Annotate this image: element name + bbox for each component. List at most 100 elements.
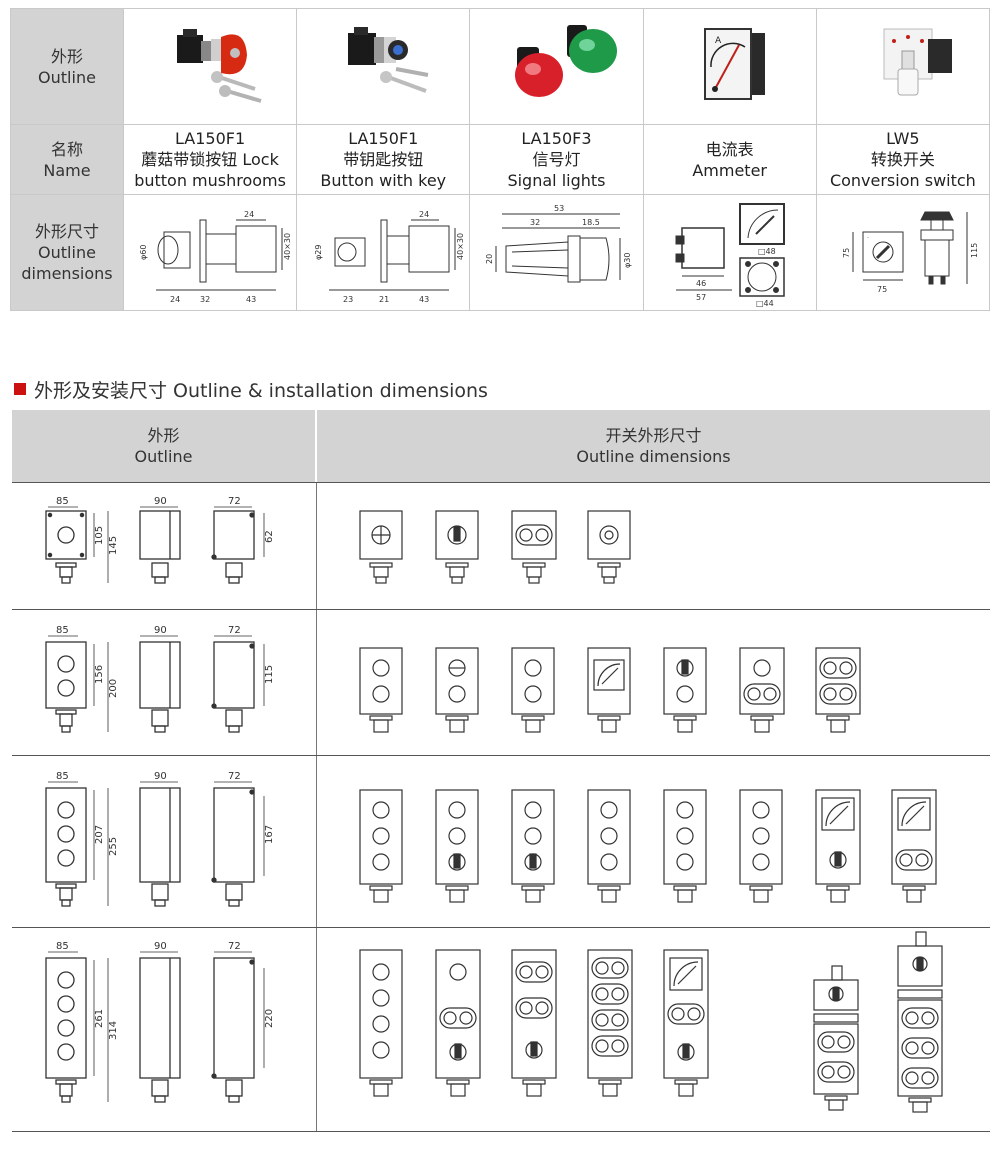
dim-top-width: 24 xyxy=(419,210,429,219)
header-outline-en: Outline xyxy=(134,447,193,466)
switch-layouts-3-diagram xyxy=(359,789,937,903)
dim-outer-height: 200 xyxy=(108,679,119,698)
outline-row-4: 85 261 314 90 72 220 xyxy=(12,928,990,1132)
dim-bottom-1: 23 xyxy=(343,295,353,304)
switch-box-lights-selector xyxy=(435,789,479,903)
outline-table-header: 外形 Outline 开关外形尺寸 Outline dimensions xyxy=(12,410,990,482)
row-header-dimensions: 外形尺寸 Outline dimensions xyxy=(10,194,124,311)
switch-layouts-4-diagram xyxy=(359,931,943,1113)
name-label-zh: 蘑菇带锁按钮 Lock xyxy=(141,150,279,169)
enclosure-3-diagram: 85 207 255 90 72 167 xyxy=(45,771,275,907)
switch-box-meter-double-selector xyxy=(663,949,709,1097)
dim-bottom-2: 21 xyxy=(379,295,389,304)
outline-row-2: 85 156 200 90 72 115 xyxy=(12,610,990,756)
signal-lights-dimension-diagram: 53 32 18.5 20 φ30 xyxy=(485,204,632,282)
switch-box-two-buttons xyxy=(359,647,403,733)
enclosure-drawings-4: 85 261 314 90 72 220 xyxy=(12,928,317,1131)
mushroom-button-image xyxy=(177,28,262,103)
switch-box-three-buttons xyxy=(359,789,403,903)
red-square-bullet-icon xyxy=(14,383,26,395)
dim-inner-height: 207 xyxy=(94,825,105,844)
switch-layouts-4 xyxy=(318,928,990,1131)
name-cell-conversion-switch: LW5 转换开关 Conversion switch xyxy=(815,124,991,195)
switch-layouts-2-diagram xyxy=(359,647,861,733)
switch-layouts-1 xyxy=(318,483,990,609)
dim-side-height: 40×30 xyxy=(283,232,292,259)
dim-width: 46 xyxy=(696,279,706,288)
dim-diameter: φ29 xyxy=(314,244,323,259)
dim-total-height: 115 xyxy=(970,242,979,257)
switch-box-double-button xyxy=(511,510,557,584)
row-header-outline: 外形 Outline xyxy=(10,8,124,125)
switch-box-button xyxy=(359,510,403,584)
row-header-dimensions-en1: Outline xyxy=(38,243,96,262)
header-switch-dimensions-en: Outline dimensions xyxy=(576,447,731,466)
switch-box-button-lights xyxy=(739,789,783,903)
name-label-zh: 转换开关 xyxy=(870,150,935,169)
conversion-switch-image xyxy=(883,28,952,95)
key-button-image xyxy=(348,26,429,93)
dim-width: 75 xyxy=(877,285,887,294)
svg-text:A: A xyxy=(715,36,722,46)
switch-box-double-double xyxy=(815,647,861,733)
name-label-en: Button with key xyxy=(320,171,447,190)
switch-box-mixed-three xyxy=(663,789,707,903)
switch-box-light-double-selector xyxy=(435,949,481,1097)
dim-length-b: 18.5 xyxy=(582,218,600,227)
name-label-zh: 信号灯 xyxy=(532,150,581,169)
dim-back-height: 62 xyxy=(264,530,275,543)
header-switch-dimensions-zh: 开关外形尺寸 xyxy=(605,426,702,445)
model-label: LA150F1 xyxy=(175,129,246,148)
header-switch-dimensions: 开关外形尺寸 Outline dimensions xyxy=(317,410,990,482)
dimensions-row: 外形尺寸 Outline dimensions 24 40×30 φ60 24 … xyxy=(10,194,991,311)
dim-front-width: 85 xyxy=(56,771,69,782)
dim-back-square: □44 xyxy=(756,299,774,308)
photo-conversion-switch xyxy=(815,8,991,125)
switch-layouts-3 xyxy=(318,756,990,927)
dim-front-width: 85 xyxy=(56,625,69,636)
enclosure-4-diagram: 85 261 314 90 72 220 xyxy=(45,941,275,1103)
name-cell-signal-lights: LA150F3 信号灯 Signal lights xyxy=(469,124,644,195)
row-header-name-en: Name xyxy=(43,160,91,180)
model-label: LW5 xyxy=(886,129,920,148)
name-label-en: Conversion switch xyxy=(829,171,976,190)
name-label-zh: 电流表 xyxy=(705,139,754,159)
name-cell-lock-mushroom: LA150F1 蘑菇带锁按钮 Lock button mushrooms xyxy=(122,124,298,195)
switch-box-meter xyxy=(587,647,631,733)
dim-inner-height: 105 xyxy=(94,526,105,545)
lock-mushroom-dimension-diagram: 24 40×30 φ60 24 32 43 xyxy=(139,210,292,304)
dim-inner-height: 261 xyxy=(94,1009,105,1028)
dim-back-height: 115 xyxy=(264,665,275,684)
dim-total-length: 53 xyxy=(554,204,564,213)
dim-diameter: φ30 xyxy=(623,252,632,267)
switch-layouts-2 xyxy=(318,610,990,755)
dim-length-a: 32 xyxy=(530,218,540,227)
enclosure-drawings-2: 85 156 200 90 72 115 xyxy=(12,610,317,755)
name-row: 名称 Name LA150F1 蘑菇带锁按钮 Lock button mushr… xyxy=(10,124,991,195)
switch-box-column-short xyxy=(813,965,859,1111)
outline-installation-table: 外形 Outline 开关外形尺寸 Outline dimensions 85 xyxy=(12,410,990,1132)
enclosure-drawings-1: 85 105 145 90 7 xyxy=(12,483,317,609)
section-heading-text: 外形及安装尺寸 Outline & installation dimension… xyxy=(34,379,488,402)
enclosure-1-diagram: 85 105 145 90 7 xyxy=(45,496,275,584)
photo-signal-lights xyxy=(469,8,644,125)
switch-box-column-tall xyxy=(897,931,943,1113)
dim-back-width: 72 xyxy=(228,941,241,952)
ammeter-dimension-diagram: □48 46 57 □44 xyxy=(675,202,785,308)
ammeter-image: A xyxy=(703,27,765,100)
dim-height: 20 xyxy=(485,253,494,263)
dim-front-width: 85 xyxy=(56,496,69,507)
row-header-name-zh: 名称 xyxy=(50,139,83,159)
dim-side-width: 90 xyxy=(154,941,167,952)
name-label-en: Signal lights xyxy=(507,171,606,190)
model-label: LA150F3 xyxy=(521,129,592,148)
dim-diameter: φ60 xyxy=(139,244,148,259)
switch-box-four-buttons xyxy=(359,949,403,1097)
row-header-name: 名称 Name xyxy=(10,124,124,195)
dimension-drawing-ammeter: □48 46 57 □44 xyxy=(642,194,817,311)
outline-row-1: 85 105 145 90 7 xyxy=(12,482,990,610)
dimension-drawing-conversion-switch: · 75 75 115 xyxy=(815,194,991,311)
switch-box-button-light xyxy=(435,647,479,733)
row-header-outline-en: Outline xyxy=(38,67,96,87)
switch-box-two-lights xyxy=(511,647,555,733)
